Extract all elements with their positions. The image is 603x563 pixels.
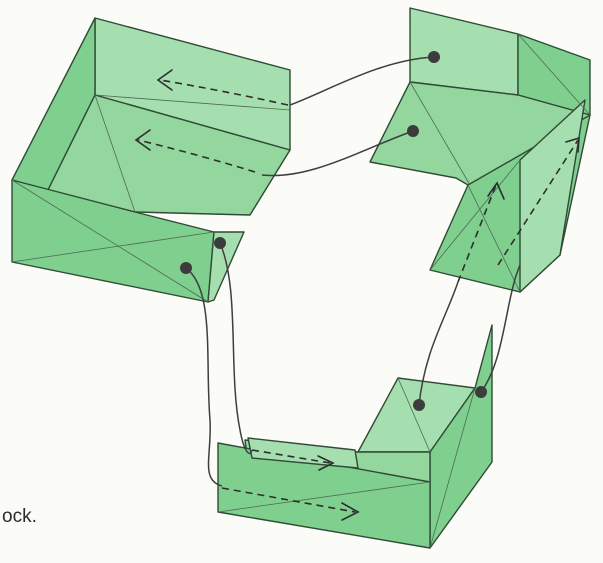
connector-left-to-bottom: [186, 268, 222, 486]
dot-bottom-unit-flap: [475, 386, 487, 398]
dot-right-unit-top: [428, 51, 440, 63]
left-unit: [12, 18, 290, 302]
dot-left-unit-flap: [214, 237, 226, 249]
right-unit-back-wall: [410, 8, 518, 95]
dot-left-unit-front: [180, 262, 192, 274]
dot-right-unit-floor: [407, 125, 419, 137]
dot-bottom-unit-back: [413, 399, 425, 411]
bottom-unit: [218, 325, 492, 548]
caption-fragment: ock.: [2, 506, 37, 528]
left-unit-flap: [208, 232, 244, 302]
right-unit: [370, 8, 590, 292]
